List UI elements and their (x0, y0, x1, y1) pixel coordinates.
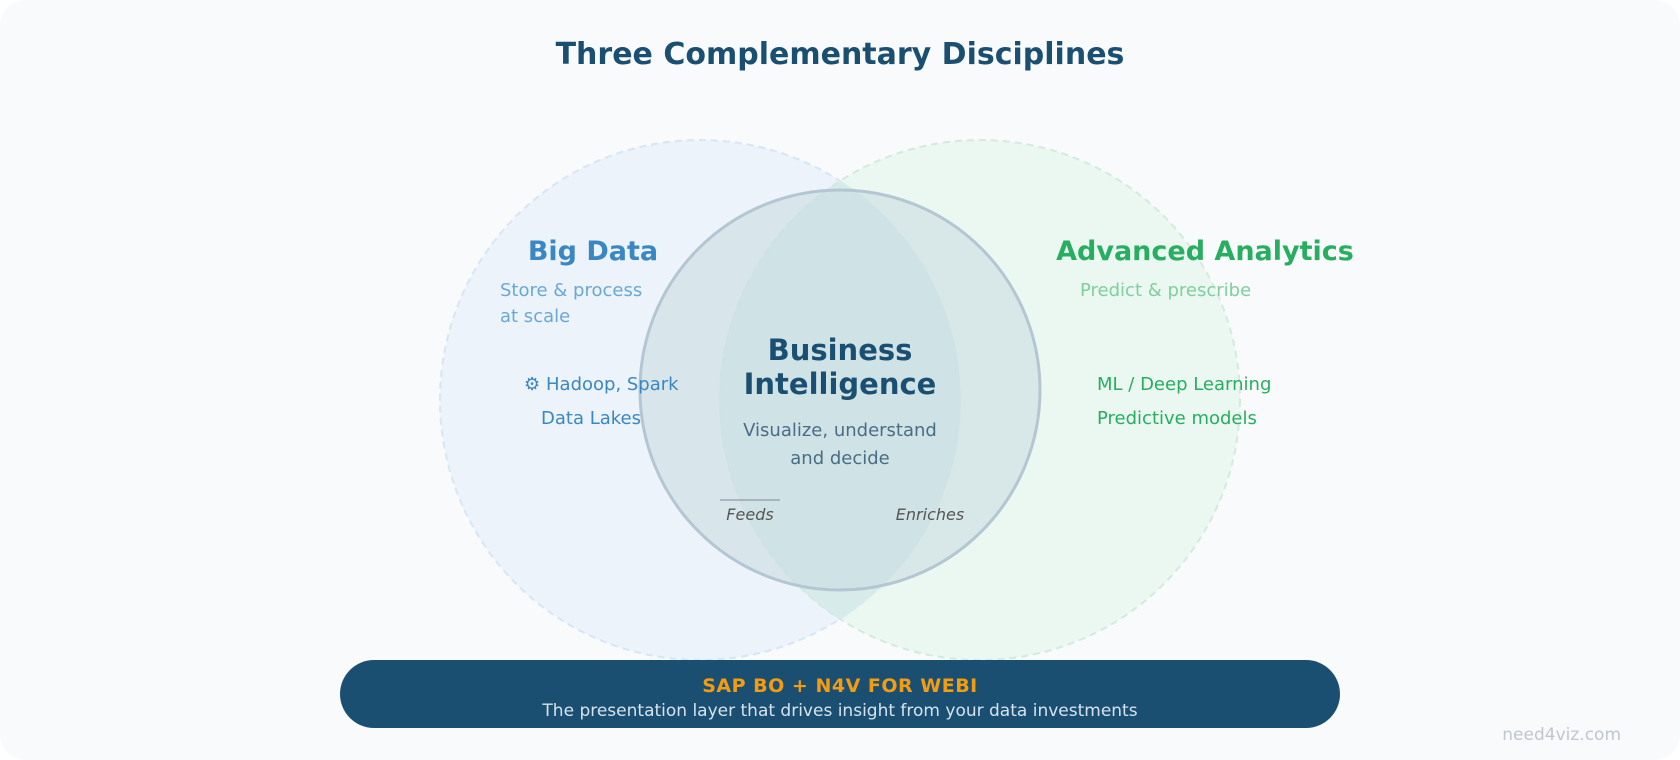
big-data-subtitle-line-2: at scale (500, 306, 570, 327)
analytics-subtitle: Predict & prescribe (1080, 280, 1251, 301)
bi-circle (638, 188, 1042, 592)
analytics-item-predictive: Predictive models (1097, 408, 1257, 429)
banner-title: SAP BO + N4V FOR WEBI (702, 675, 978, 697)
big-data-item-label: Data Lakes (541, 408, 641, 429)
bi-title-line-1: Business (768, 333, 913, 367)
page-title: Three Complementary Disciplines (556, 37, 1125, 72)
bi-subtitle-line-2: and decide (790, 448, 889, 469)
big-data-item-hadoop: ⚙ Hadoop, Spark (524, 374, 679, 395)
analytics-title: Advanced Analytics (1056, 236, 1354, 267)
analytics-item-ml: ML / Deep Learning (1097, 374, 1271, 395)
banner-subtitle: The presentation layer that drives insig… (541, 701, 1137, 721)
feeds-label: Feeds (726, 505, 773, 524)
bi-subtitle-line-1: Visualize, understand (743, 420, 937, 441)
footer-credit[interactable]: need4viz.com (1502, 725, 1621, 745)
banner (340, 660, 1340, 728)
big-data-subtitle-line-1: Store & process (500, 280, 642, 301)
analytics-item-label: Predictive models (1097, 408, 1257, 429)
big-data-title: Big Data (528, 236, 658, 267)
enriches-label: Enriches (896, 505, 964, 524)
big-data-item-data-lakes: Data Lakes (541, 408, 641, 429)
bi-title-line-2: Intelligence (744, 367, 937, 401)
big-data-item-label: Hadoop, Spark (546, 374, 679, 395)
analytics-item-label: ML / Deep Learning (1097, 374, 1271, 395)
gear-icon: ⚙ (524, 374, 540, 395)
